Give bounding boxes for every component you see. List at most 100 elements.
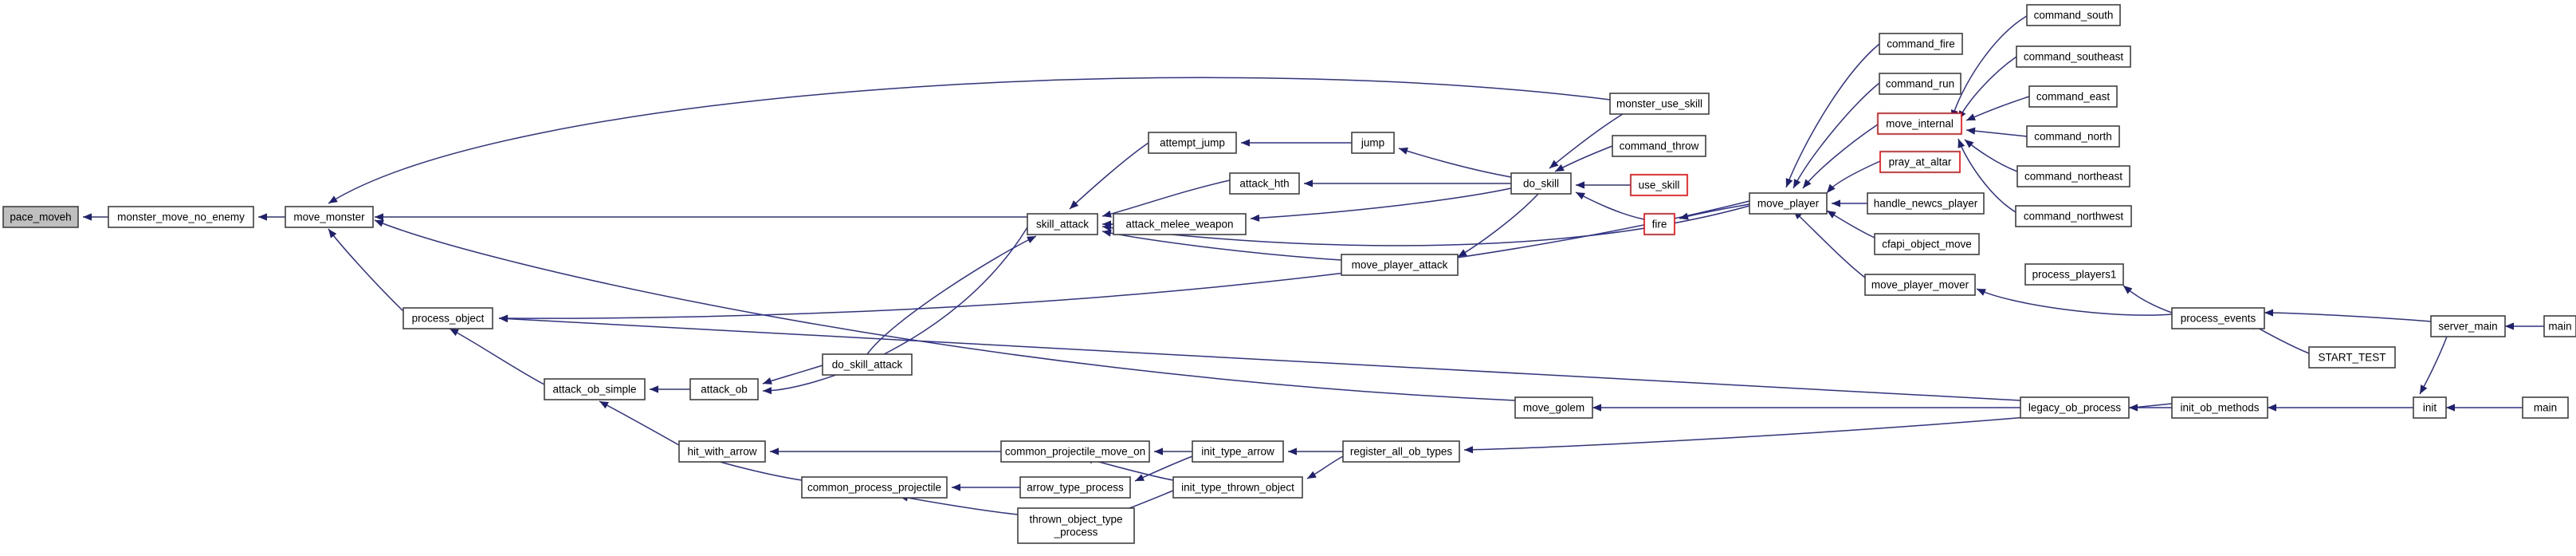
node-box[interactable]: [285, 206, 374, 228]
graph-node-process_object[interactable]: process_object: [402, 307, 493, 329]
graph-node-use_skill[interactable]: use_skill: [1630, 174, 1688, 196]
node-box[interactable]: [1019, 476, 1131, 499]
graph-node-hit_with_arrow[interactable]: hit_with_arrow: [678, 440, 766, 463]
node-box[interactable]: [2430, 315, 2506, 337]
graph-node-fire[interactable]: fire: [1643, 213, 1675, 235]
node-box[interactable]: [1027, 213, 1098, 235]
node-box[interactable]: [1877, 112, 1962, 135]
graph-node-jump[interactable]: jump: [1351, 132, 1395, 154]
node-box[interactable]: [678, 440, 766, 463]
node-box[interactable]: [1341, 254, 1459, 276]
graph-node-move_golem[interactable]: move_golem: [1514, 396, 1593, 419]
node-box[interactable]: [2016, 45, 2131, 68]
node-box[interactable]: [1879, 73, 1961, 95]
node-box[interactable]: [2171, 307, 2265, 329]
node-box[interactable]: [1000, 440, 1150, 463]
node-box[interactable]: [2308, 346, 2396, 369]
node-box[interactable]: [1172, 476, 1303, 499]
node-box[interactable]: [1864, 274, 1976, 296]
graph-node-main_top[interactable]: main: [2543, 315, 2576, 337]
node-box[interactable]: [2026, 4, 2121, 26]
node-box[interactable]: [1749, 192, 1828, 215]
node-box[interactable]: [2, 206, 79, 228]
node-box[interactable]: [1351, 132, 1395, 154]
graph-node-monster_move_no_enemy[interactable]: monster_move_no_enemy: [108, 206, 254, 228]
node-box[interactable]: [1879, 151, 1961, 173]
node-box[interactable]: [2171, 396, 2268, 419]
graph-node-common_process_projectile[interactable]: common_process_projectile: [801, 476, 948, 499]
graph-node-START_TEST[interactable]: START_TEST: [2308, 346, 2396, 369]
node-box[interactable]: [2024, 263, 2124, 286]
graph-node-cfapi_object_move[interactable]: cfapi_object_move: [1874, 233, 1980, 255]
graph-node-command_north[interactable]: command_north: [2026, 125, 2120, 148]
graph-node-command_fire[interactable]: command_fire: [1879, 33, 1963, 55]
node-box[interactable]: [1514, 396, 1593, 419]
node-box[interactable]: [2413, 396, 2447, 419]
node-box[interactable]: [1229, 172, 1300, 195]
node-box[interactable]: [2028, 85, 2118, 108]
node-box[interactable]: [2522, 396, 2569, 419]
node-box[interactable]: [1113, 213, 1247, 235]
graph-node-move_player_attack[interactable]: move_player_attack: [1341, 254, 1459, 276]
graph-node-do_skill_attack[interactable]: do_skill_attack: [822, 353, 913, 376]
graph-node-pray_at_altar[interactable]: pray_at_altar: [1879, 151, 1961, 173]
node-box[interactable]: [1342, 440, 1460, 463]
node-box[interactable]: [801, 476, 948, 499]
node-box[interactable]: [689, 378, 759, 400]
node-box[interactable]: [1874, 233, 1980, 255]
graph-node-register_all_ob_types[interactable]: register_all_ob_types: [1342, 440, 1460, 463]
graph-node-move_internal[interactable]: move_internal: [1877, 112, 1962, 135]
node-box[interactable]: [402, 307, 493, 329]
graph-node-arrow_type_process[interactable]: arrow_type_process: [1019, 476, 1131, 499]
node-box[interactable]: [1630, 174, 1688, 196]
graph-node-thrown_object_type_process[interactable]: thrown_object_type_process: [1017, 507, 1135, 544]
graph-node-server_main[interactable]: server_main: [2430, 315, 2506, 337]
graph-node-common_projectile_move_on[interactable]: common_projectile_move_on: [1000, 440, 1150, 463]
graph-node-attack_ob_simple[interactable]: attack_ob_simple: [544, 378, 646, 400]
graph-node-move_monster[interactable]: move_monster: [285, 206, 374, 228]
node-box[interactable]: [2015, 205, 2132, 227]
graph-node-init[interactable]: init: [2413, 396, 2447, 419]
node-box[interactable]: [2016, 165, 2130, 187]
graph-node-skill_attack[interactable]: skill_attack: [1027, 213, 1098, 235]
graph-node-handle_newcs_player[interactable]: handle_newcs_player: [1867, 192, 1985, 215]
graph-node-monster_use_skill[interactable]: monster_use_skill: [1609, 93, 1710, 115]
node-box[interactable]: [544, 378, 646, 400]
node-box[interactable]: [2026, 125, 2120, 148]
node-box[interactable]: [1612, 135, 1706, 157]
graph-node-pace_moveh[interactable]: pace_moveh: [2, 206, 79, 228]
node-box[interactable]: [1148, 132, 1237, 154]
graph-node-command_east[interactable]: command_east: [2028, 85, 2118, 108]
graph-node-attack_melee_weapon[interactable]: attack_melee_weapon: [1113, 213, 1247, 235]
graph-node-move_player[interactable]: move_player: [1749, 192, 1828, 215]
graph-node-process_events[interactable]: process_events: [2171, 307, 2265, 329]
graph-node-init_type_arrow[interactable]: init_type_arrow: [1192, 440, 1284, 463]
node-box[interactable]: [108, 206, 254, 228]
node-box[interactable]: [2543, 315, 2576, 337]
node-box[interactable]: [822, 353, 913, 376]
graph-node-command_southeast[interactable]: command_southeast: [2016, 45, 2131, 68]
graph-node-command_northeast[interactable]: command_northeast: [2016, 165, 2130, 187]
graph-node-command_throw[interactable]: command_throw: [1612, 135, 1706, 157]
graph-node-init_type_thrown_object[interactable]: init_type_thrown_object: [1172, 476, 1303, 499]
graph-node-command_northwest[interactable]: command_northwest: [2015, 205, 2132, 227]
graph-node-command_south[interactable]: command_south: [2026, 4, 2121, 26]
graph-node-process_players1[interactable]: process_players1: [2024, 263, 2124, 286]
graph-node-init_ob_methods[interactable]: init_ob_methods: [2171, 396, 2268, 419]
graph-node-legacy_ob_process[interactable]: legacy_ob_process: [2020, 396, 2130, 419]
graph-node-attempt_jump[interactable]: attempt_jump: [1148, 132, 1237, 154]
node-box[interactable]: [1017, 507, 1135, 544]
node-box[interactable]: [1510, 172, 1572, 195]
node-box[interactable]: [1879, 33, 1963, 55]
graph-node-attack_hth[interactable]: attack_hth: [1229, 172, 1300, 195]
graph-node-move_player_mover[interactable]: move_player_mover: [1864, 274, 1976, 296]
graph-node-do_skill[interactable]: do_skill: [1510, 172, 1572, 195]
graph-node-main_bottom[interactable]: main: [2522, 396, 2569, 419]
node-box[interactable]: [1867, 192, 1985, 215]
node-box[interactable]: [1192, 440, 1284, 463]
node-box[interactable]: [1609, 93, 1710, 115]
graph-node-attack_ob[interactable]: attack_ob: [689, 378, 759, 400]
node-box[interactable]: [2020, 396, 2130, 419]
node-box[interactable]: [1643, 213, 1675, 235]
graph-node-command_run[interactable]: command_run: [1879, 73, 1961, 95]
